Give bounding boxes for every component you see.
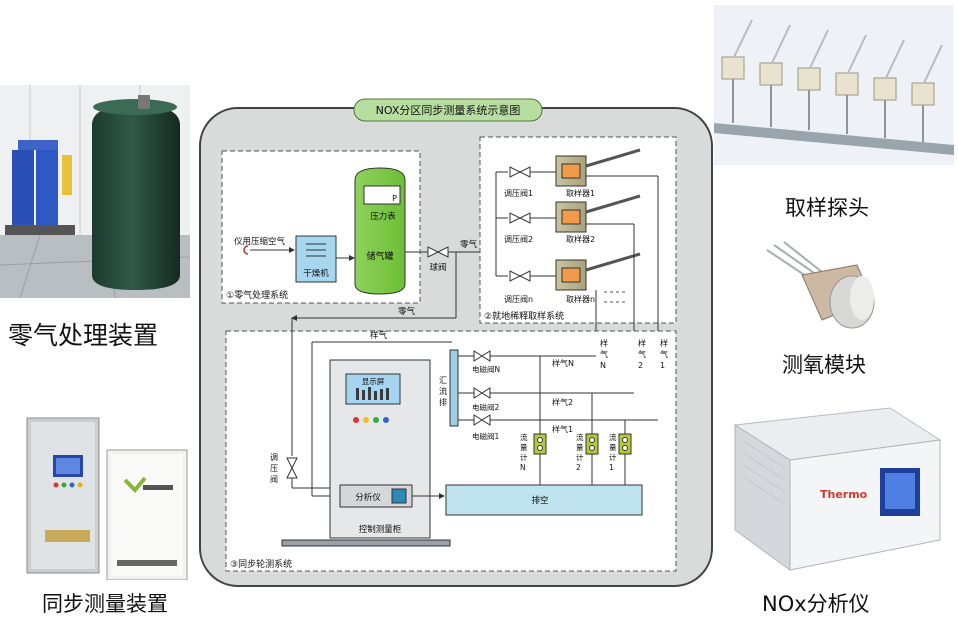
sampler-label-2: 取样器2 [566, 234, 595, 244]
sync-device-caption: 同步测量装置 [42, 592, 168, 616]
ball-valve-label: 球阀 [429, 262, 446, 273]
flowmeter-1-label-4: 1 [609, 463, 614, 472]
nox-analyzer-photo: Thermo [730, 400, 945, 578]
sample-gas-vertical-2-1: 样 [638, 338, 646, 348]
solenoid-valve-1: 电磁阀1 [458, 414, 658, 441]
indicator-blue [383, 417, 389, 423]
tank-label: 储气罐 [366, 250, 393, 262]
probe-caption: 取样探头 [785, 196, 869, 220]
regulator-label-1: 调压阀1 [504, 189, 533, 198]
sync-device-photo [25, 410, 190, 580]
display-screen [345, 373, 401, 405]
sampling-unit-2: 调压阀2 取样器2 [504, 194, 641, 244]
probe-photo [714, 5, 954, 165]
flowmeter-1-label-2: 量 [609, 443, 617, 452]
sampler-label-1: 取样器1 [566, 188, 595, 198]
diagram-title: NOX分区同步测量系统示意图 [376, 103, 521, 117]
regulator-label-a: 调 [270, 453, 278, 462]
regulator-valve-icon [286, 457, 298, 470]
regulator-label-c: 阀 [270, 475, 278, 484]
manifold-label-c: 排 [439, 397, 447, 407]
sample-gas-top-label: 样气 [370, 330, 388, 341]
cabinet-base [281, 539, 451, 547]
sample-gas-vertical-1-3: 1 [660, 361, 665, 370]
display-screen-label: 显示屏 [362, 377, 385, 386]
oxygen-module-caption: 测氧模块 [782, 353, 866, 377]
sample-gas-vertical-n-2: 气 [600, 349, 608, 359]
sampling-unit-n: 调压阀n 取样器n [504, 252, 641, 304]
nox-analyzer-caption: NOx分析仪 [762, 592, 870, 616]
zero-gas-label-1: 零气 [460, 239, 478, 250]
zero-air-section-label: ①零气处理系统 [226, 289, 288, 301]
sample-gas-label-2: 样气2 [552, 397, 573, 407]
flowmeter-2-label-1: 流 [576, 432, 584, 442]
pressure-gauge-symbol: P [392, 194, 397, 203]
exhaust-label: 排空 [531, 495, 548, 506]
zero-air-device-photo [0, 85, 190, 298]
oxygen-module-photo [762, 240, 892, 340]
zero-air-device-caption: 零气处理装置 [8, 321, 159, 350]
zero-gas-label-2: 零气 [398, 306, 416, 317]
measure-section-label: ③同步轮测系统 [230, 558, 292, 570]
sample-gas-label-1: 样气1 [552, 424, 573, 434]
flowmeter-1 [618, 433, 632, 455]
pressure-gauge [363, 185, 401, 205]
dryer-label: 干燥机 [303, 268, 329, 279]
flowmeter-1-label-1: 流 [609, 432, 617, 442]
flowmeter-n-label-3: 计 [520, 452, 528, 462]
flowmeter-2-label-2: 量 [576, 443, 584, 452]
solenoid-valve-n: 电磁阀N [458, 350, 596, 374]
flowmeter-2 [585, 433, 599, 455]
analyzer-label: 分析仪 [355, 492, 381, 503]
sampling-unit-1: 调压阀1 取样器1 [504, 148, 641, 198]
flowmeter-n-label-4: N [520, 463, 526, 472]
flowmeter-1-label-3: 计 [609, 452, 617, 462]
sample-gas-label-n: 样气N [552, 358, 574, 368]
flowmeter-2-label-4: 2 [576, 463, 581, 472]
ball-valve-icon [427, 246, 440, 258]
cabinet-label: 控制测量柜 [359, 524, 402, 535]
sample-gas-vertical-n-3: N [600, 361, 606, 370]
flowmeter-n-label-1: 流 [520, 432, 528, 442]
exhaust-box [445, 484, 643, 516]
sample-gas-vertical-2-2: 气 [638, 349, 646, 359]
regulator-label-n: 调压阀n [504, 295, 533, 304]
solenoid-label-n: 电磁阀N [472, 364, 500, 374]
flowmeter-2-label-3: 计 [576, 452, 584, 462]
manifold-label-a: 汇 [439, 376, 447, 385]
thermo-logo: Thermo [820, 488, 868, 501]
solenoid-label-2: 电磁阀2 [472, 402, 499, 412]
regulator-label-2: 调压阀2 [504, 235, 533, 244]
indicator-yellow [363, 417, 369, 423]
flowmeter-n-label-2: 量 [520, 443, 528, 452]
sampling-section-label: ②就地稀释取样系统 [484, 310, 564, 322]
regulator-label-b: 压 [270, 464, 278, 473]
flowmeter-n [533, 433, 547, 455]
sample-gas-vertical-n-1: 样 [600, 338, 608, 348]
pressure-gauge-label: 压力表 [370, 211, 396, 222]
solenoid-label-1: 电磁阀1 [472, 431, 499, 441]
sample-gas-vertical-1-2: 气 [660, 349, 668, 359]
indicator-green [373, 417, 379, 423]
manifold-bar [449, 349, 459, 427]
inlet-label: 仪用压缩空气 [234, 236, 286, 247]
indicator-red [353, 417, 359, 423]
sampler-label-n: 取样器n [566, 294, 595, 304]
sample-gas-vertical-2-3: 2 [638, 361, 643, 370]
sample-gas-vertical-1-1: 样 [660, 338, 668, 348]
manifold-label-b: 流 [439, 386, 447, 396]
title-pill [353, 98, 543, 122]
solenoid-valve-2: 电磁阀2 [458, 387, 634, 412]
